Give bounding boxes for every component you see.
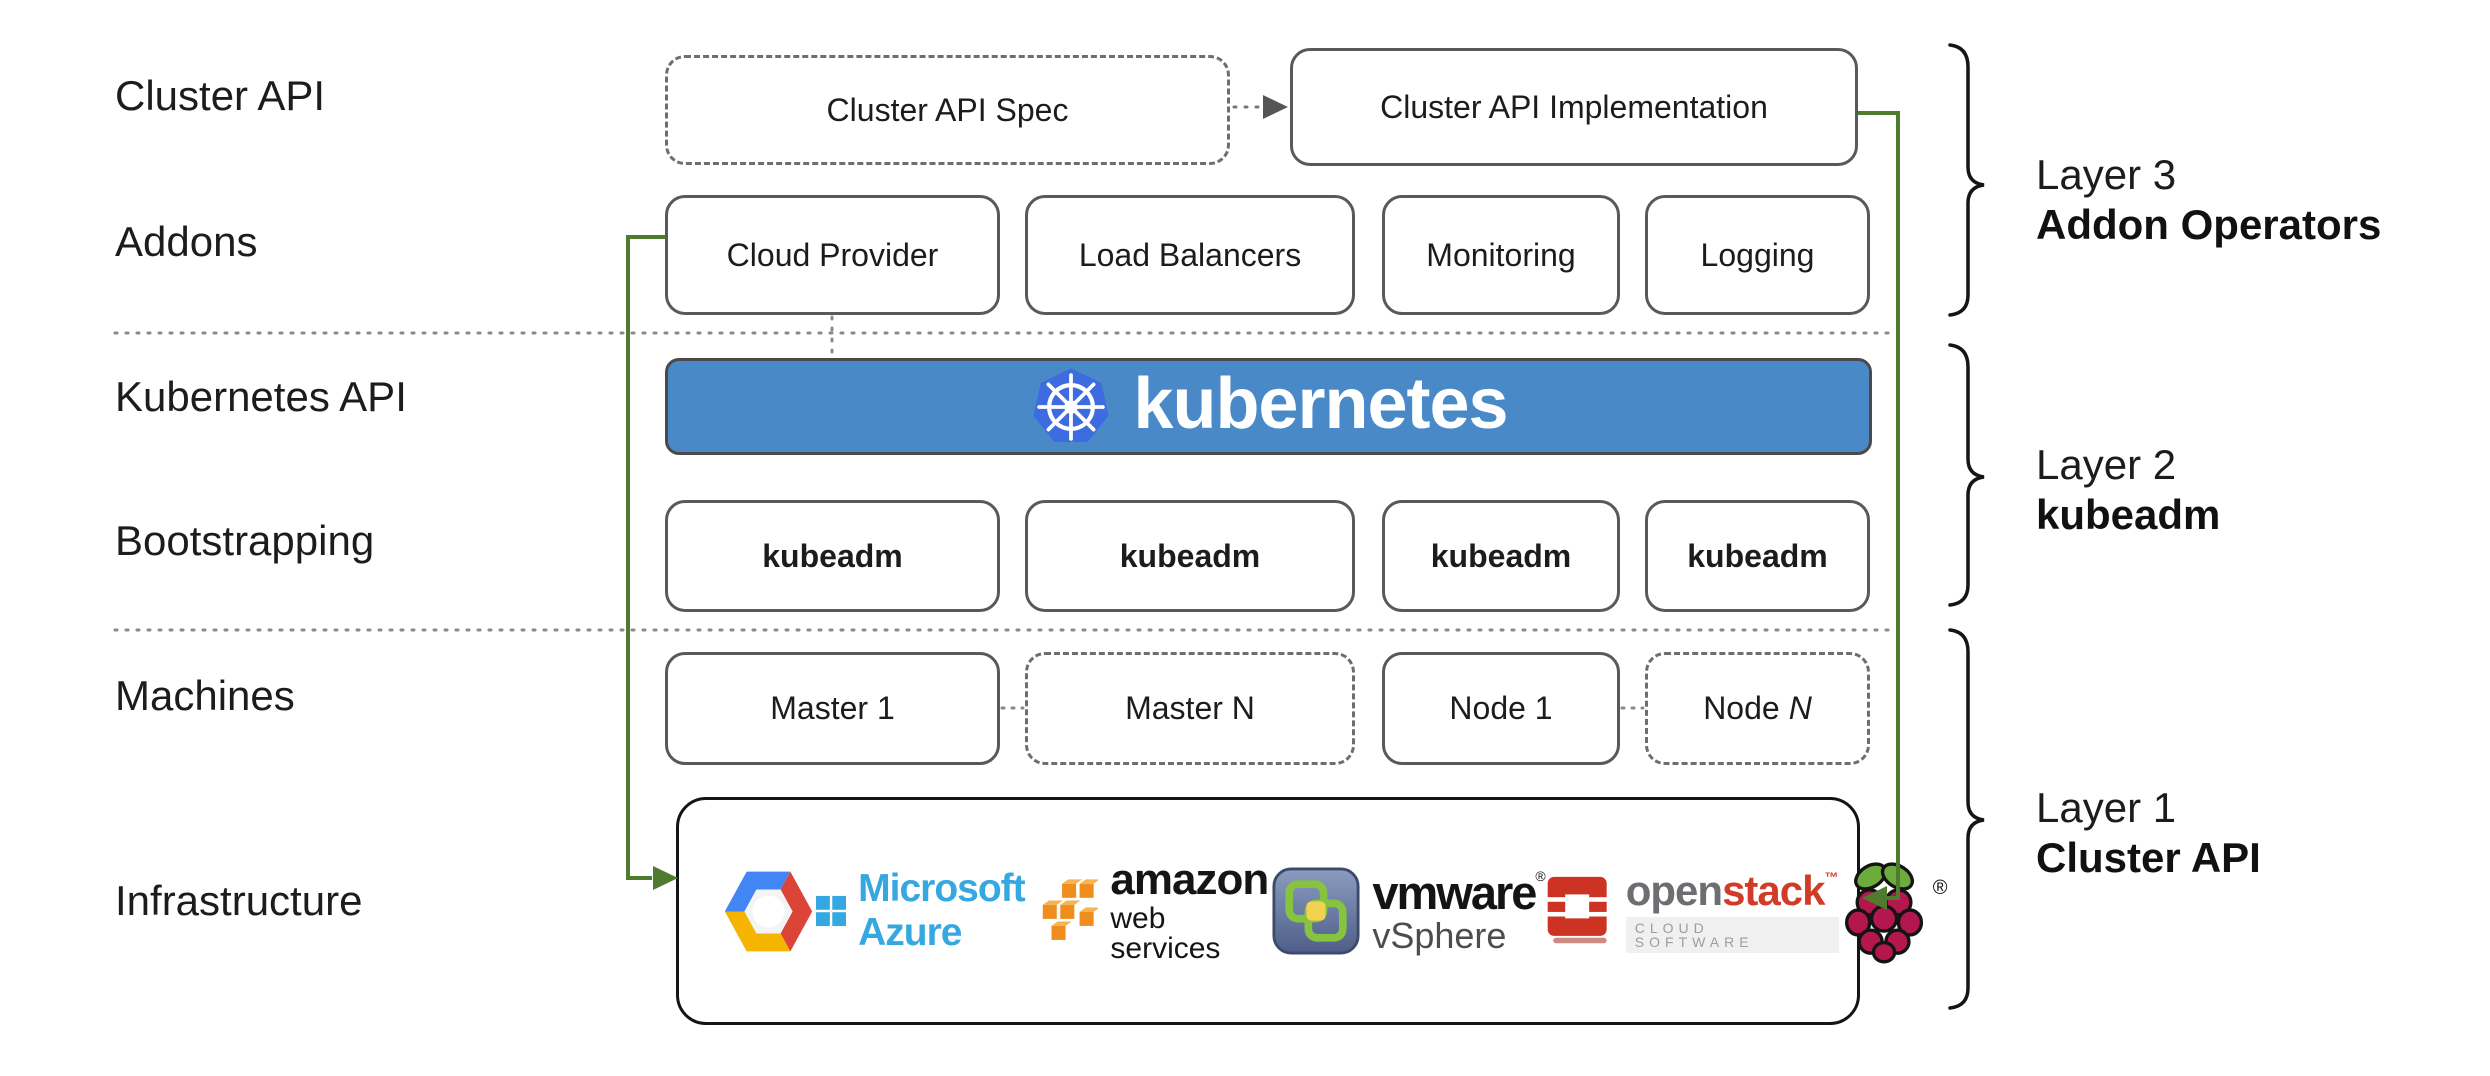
kubeadm-label: kubeadm — [762, 537, 903, 574]
kubeadm-box-1: kubeadm — [665, 500, 1000, 612]
vmware-wordmark: vmware® vSphere — [1372, 865, 1545, 956]
layer-1-brace — [1948, 628, 1985, 1010]
kubernetes-wordmark: kubernetes — [1133, 363, 1508, 444]
azure-wordmark: Microsoft Azure — [858, 867, 1026, 954]
google-cloud-icon — [724, 871, 813, 951]
kubeadm-box-2: kubeadm — [1025, 500, 1355, 612]
openstack-tm-mark: ™ — [1824, 868, 1839, 885]
infrastructure-providers-box: Microsoft Azure amazon web services — [676, 797, 1947, 1025]
row-label-kubernetes-api: Kubernetes API — [115, 373, 407, 420]
cluster-api-implementation-box: Cluster API Implementation — [1290, 48, 1858, 166]
cloud-provider-to-infrastructure-connector — [626, 235, 665, 880]
left-green-arrowhead-icon — [653, 866, 678, 890]
kubeadm-box-4: kubeadm — [1645, 500, 1870, 612]
raspberry-pi-registered-mark: ® — [1932, 877, 1948, 899]
openstack-word-open: open — [1625, 866, 1723, 914]
machine-label: Node — [1703, 690, 1780, 726]
windows-flag-icon — [816, 895, 847, 927]
layer-2-subtitle: kubeadm — [2036, 490, 2221, 538]
vmware-icon — [1272, 867, 1360, 955]
google-cloud-logo — [721, 864, 816, 959]
addon-label: Load Balancers — [1078, 236, 1302, 273]
layer-1-annotation: Layer 1 Cluster API — [2036, 783, 2261, 882]
cluster-api-spec-box: Cluster API Spec — [665, 55, 1230, 165]
layer-1-subtitle: Cluster API — [2036, 833, 2261, 881]
addon-box-monitoring: Monitoring — [1382, 195, 1620, 315]
row-label-bootstrapping: Bootstrapping — [115, 517, 375, 564]
machine-box-node-1: Node 1 — [1382, 652, 1620, 765]
row-label-addons: Addons — [115, 218, 258, 265]
machine-label: Master N — [1125, 690, 1255, 726]
machine-box-master-1: Master 1 — [665, 652, 1000, 765]
aws-boxes-icon — [1042, 879, 1099, 940]
addon-label: Logging — [1700, 236, 1815, 273]
row-label-infrastructure: Infrastructure — [115, 877, 363, 924]
raspberry-pi-logo: ® — [1839, 857, 1947, 965]
cluster-api-implementation-label: Cluster API Implementation — [1380, 88, 1768, 125]
raspberry-pi-icon — [1845, 862, 1924, 964]
kubeadm-box-3: kubeadm — [1382, 500, 1620, 612]
layer-2-brace — [1948, 343, 1985, 607]
openstack-word-stack: stack — [1722, 866, 1825, 914]
addon-box-cloud-provider: Cloud Provider — [665, 195, 1000, 315]
layer-3-title: Layer 3 — [2036, 151, 2177, 198]
addon-box-logging: Logging — [1645, 195, 1870, 315]
addon-label: Monitoring — [1426, 236, 1576, 273]
microsoft-azure-logo: Microsoft Azure — [816, 867, 1041, 955]
addon-label: Cloud Provider — [726, 236, 939, 273]
aws-line1: amazon — [1110, 855, 1269, 904]
row-label-cluster-api: Cluster API — [115, 72, 326, 119]
spec-to-implementation-arrowhead-icon — [1263, 95, 1288, 119]
row-label-machines: Machines — [115, 672, 295, 719]
layer-1-title: Layer 1 — [2036, 784, 2177, 831]
kubernetes-logo-icon — [1033, 367, 1110, 442]
aws-line2: web services — [1110, 902, 1221, 965]
layer-3-subtitle: Addon Operators — [2036, 200, 2382, 248]
machine-label: Node 1 — [1449, 690, 1553, 726]
aws-wordmark: amazon web services — [1110, 858, 1272, 964]
layer-2-annotation: Layer 2 kubeadm — [2036, 440, 2220, 539]
openstack-wordmark: openstack™ CLOUD SOFTWARE — [1625, 866, 1840, 953]
layer-3-brace — [1948, 43, 1985, 317]
kubeadm-label: kubeadm — [1430, 537, 1572, 574]
machine-label-n-suffix: N — [1788, 690, 1812, 726]
kubernetes-banner: kubernetes — [665, 358, 1872, 455]
layer-3-annotation: Layer 3 Addon Operators — [2036, 150, 2381, 249]
machine-label: Master 1 — [770, 690, 895, 726]
vmware-line1: vmware® — [1372, 865, 1545, 919]
kubeadm-label: kubeadm — [1119, 537, 1261, 574]
machine-box-node-n: Node N — [1645, 652, 1870, 765]
vmware-vsphere-logo: vmware® vSphere — [1272, 865, 1546, 956]
aws-logo: amazon web services — [1041, 858, 1273, 964]
machine-box-master-n: Master N — [1025, 652, 1355, 765]
cluster-api-spec-label: Cluster API Spec — [826, 91, 1069, 128]
openstack-icon — [1543, 876, 1614, 944]
vmware-line2: vSphere — [1372, 914, 1507, 956]
addon-box-load-balancers: Load Balancers — [1025, 195, 1355, 315]
openstack-logo: openstack™ CLOUD SOFTWARE — [1543, 866, 1840, 953]
kubeadm-label: kubeadm — [1687, 537, 1828, 574]
layer-2-title: Layer 2 — [2036, 441, 2177, 488]
openstack-subtitle: CLOUD SOFTWARE — [1625, 916, 1840, 953]
vmware-registered-mark: ® — [1535, 867, 1545, 884]
